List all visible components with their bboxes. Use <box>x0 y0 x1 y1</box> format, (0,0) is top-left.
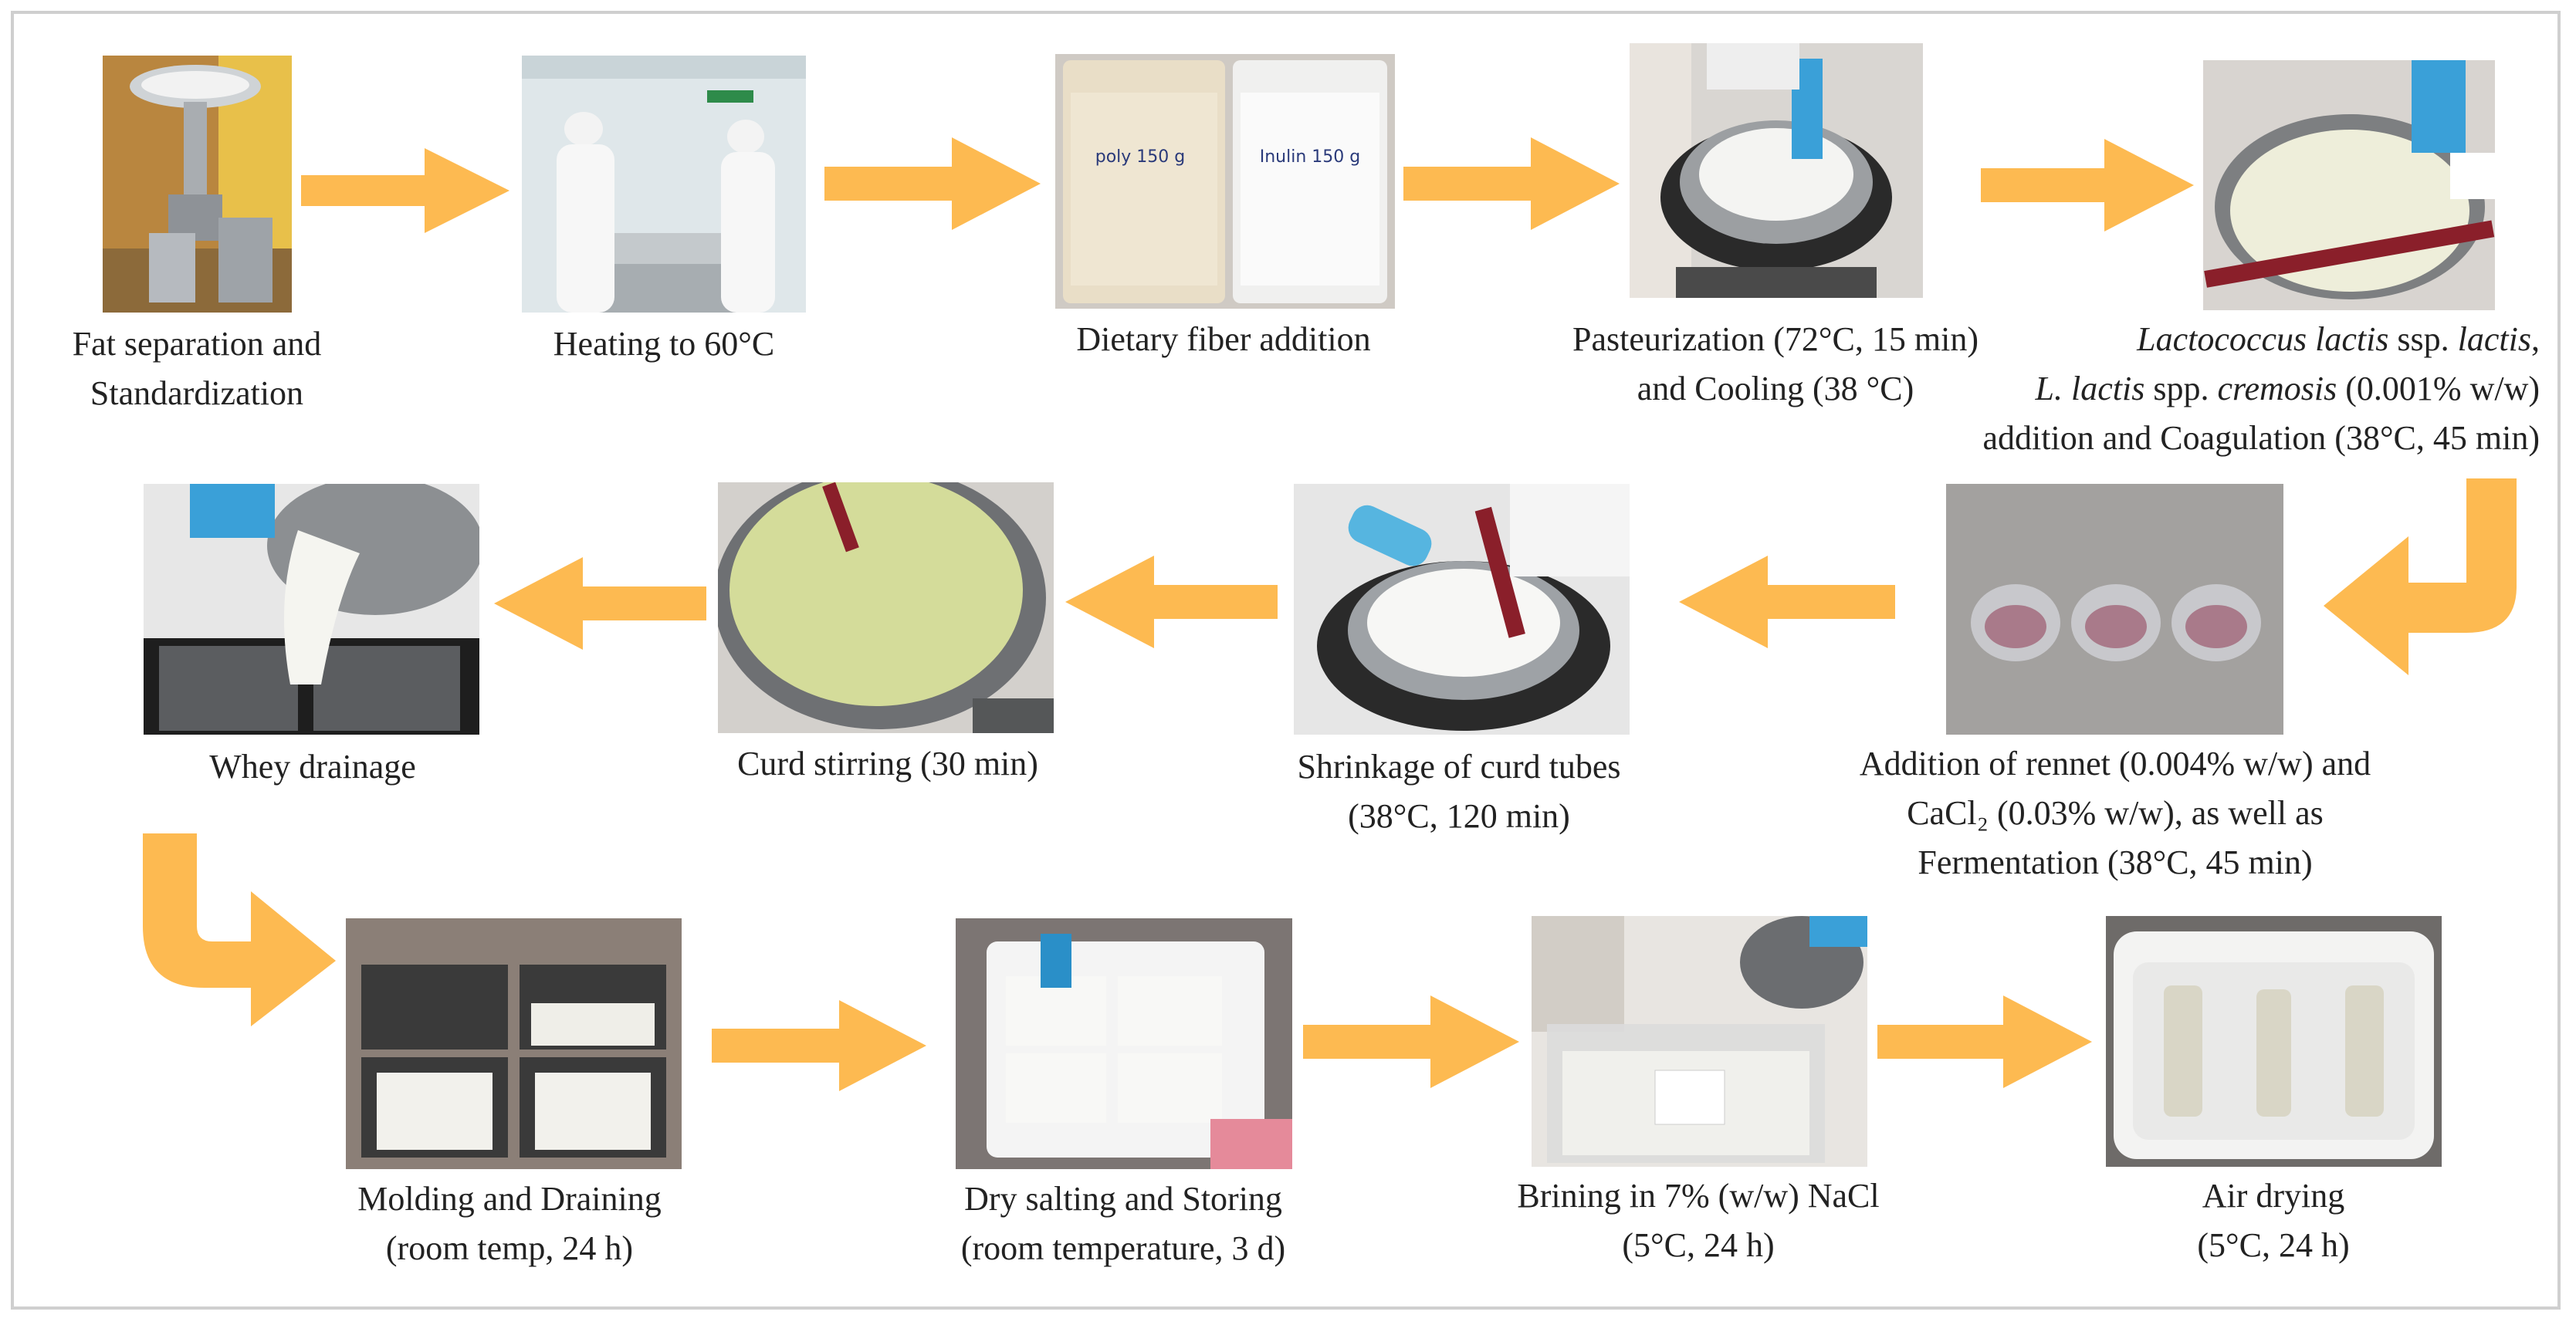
step-label-pasteurization: Pasteurization (72°C, 15 min)and Cooling… <box>1572 320 1979 407</box>
arrow-right-1 <box>301 148 509 233</box>
arrow-right-4 <box>1981 139 2194 232</box>
arrow-right-3 <box>1403 137 1620 230</box>
step-label-culture-addition: Lactococcus lactis ssp. lactis, L. lacti… <box>1982 320 2540 457</box>
brining-photo <box>1532 916 1867 1167</box>
whey-drainage-photo <box>144 484 479 735</box>
step-label-dry-salting: Dry salting and Storing(room temperature… <box>960 1180 1286 1267</box>
curd-stirring-photo <box>718 482 1054 733</box>
bag-label-poly: poly 150 g <box>1095 147 1186 167</box>
arrow-right-7 <box>1877 995 2092 1088</box>
step-label-molding: Molding and Draining(room temp, 24 h) <box>357 1180 662 1267</box>
bag-label-inulin: Inulin 150 g <box>1260 147 1361 167</box>
arrow-left-1 <box>1679 556 1895 648</box>
arrow-right-5 <box>712 1000 926 1091</box>
pasteurization-pot-photo <box>1630 43 1923 298</box>
step-label-shrinkage: Shrinkage of curd tubes(38°C, 120 min) <box>1297 748 1621 835</box>
arrow-right-6 <box>1303 995 1519 1088</box>
rennet-cups-photo <box>1946 484 2283 735</box>
culture-addition-photo <box>2203 60 2495 310</box>
arrow-left-2 <box>1065 556 1278 648</box>
curd-shrinkage-photo <box>1294 484 1630 735</box>
step-label-whey-drainage: Whey drainage <box>209 748 416 786</box>
step-label-curd-stirring: Curd stirring (30 min) <box>737 745 1038 782</box>
step-label-air-drying: Air drying(5°C, 24 h) <box>2197 1177 2350 1264</box>
fiber-bags-photo: poly 150 g Inulin 150 g <box>1055 54 1395 309</box>
arrow-turn-down-left <box>2324 478 2517 675</box>
step-label-brining: Brining in 7% (w/w) NaCl(5°C, 24 h) <box>1517 1177 1880 1264</box>
arrow-turn-down-right <box>143 833 336 1026</box>
step-label-fiber-addition: Dietary fiber addition <box>1076 320 1371 358</box>
dry-salting-photo <box>956 918 1292 1169</box>
air-drying-photo <box>2106 916 2442 1167</box>
arrow-right-2 <box>824 137 1041 230</box>
molds-photo <box>346 918 682 1169</box>
arrow-left-3 <box>494 557 706 650</box>
milk-separator-photo <box>103 56 292 313</box>
heating-room-photo <box>522 56 806 313</box>
step-label-heating: Heating to 60°C <box>553 325 775 363</box>
diagram-frame <box>11 11 2561 1310</box>
